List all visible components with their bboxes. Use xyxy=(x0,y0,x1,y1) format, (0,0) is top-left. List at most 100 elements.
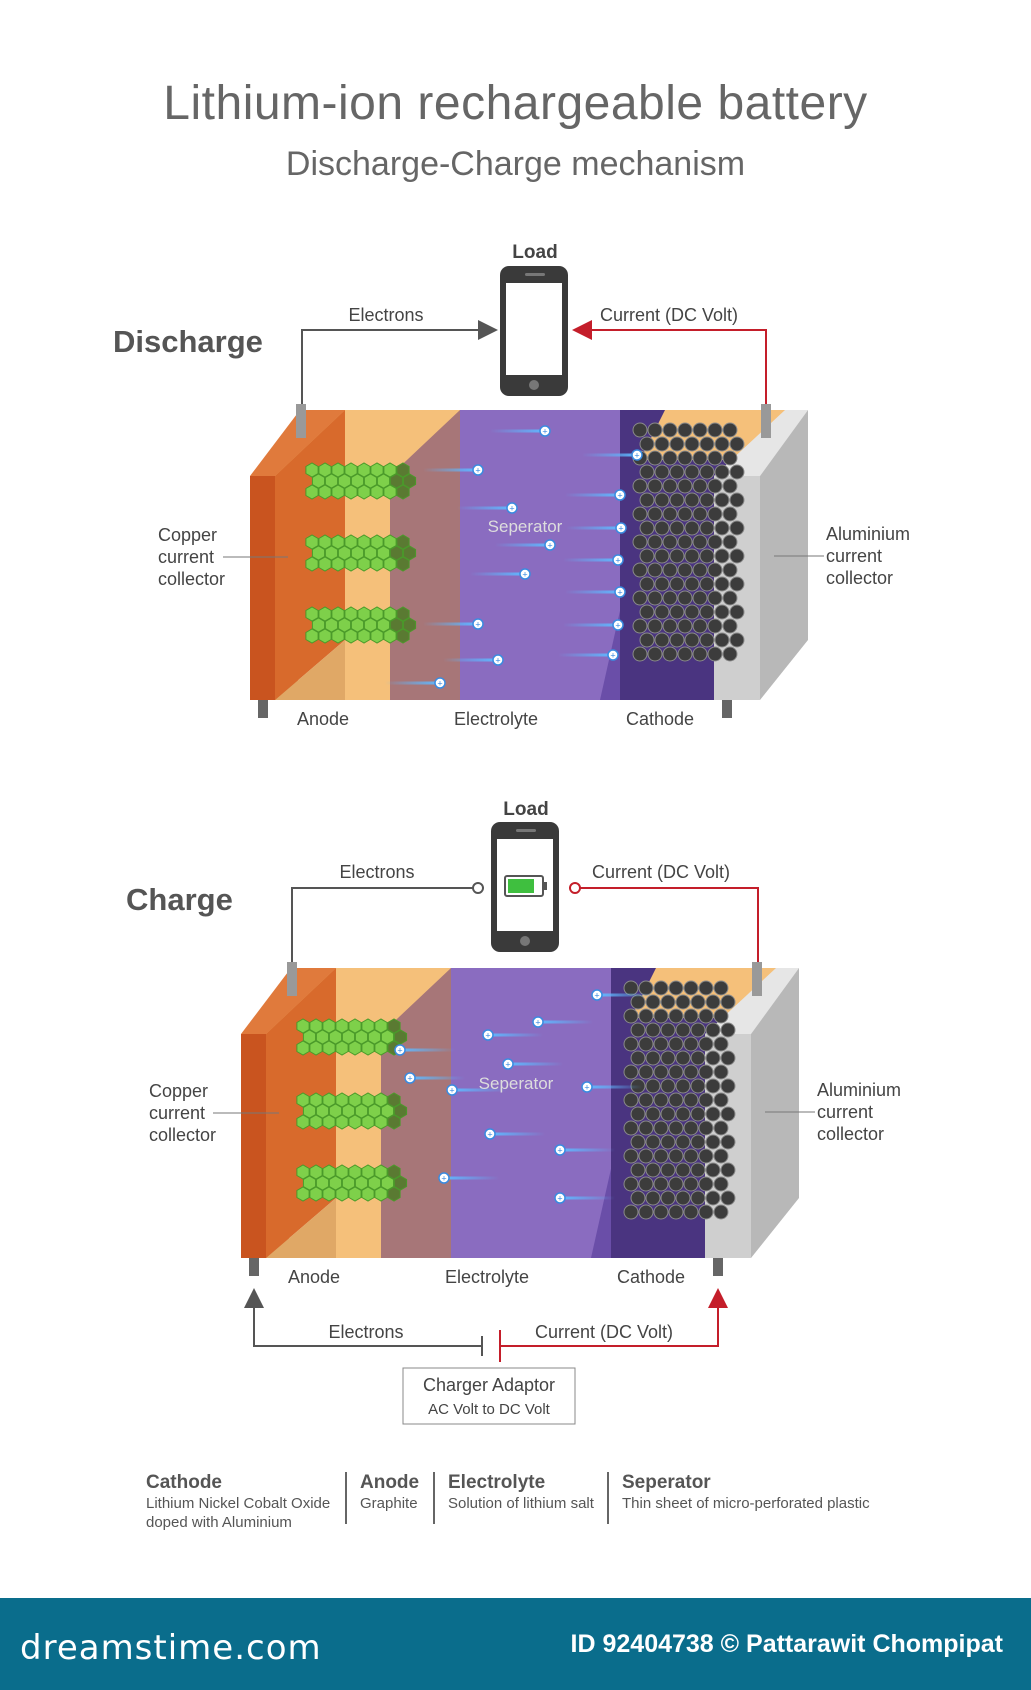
cathode-particle xyxy=(720,1050,736,1066)
cathode-particle xyxy=(698,1064,714,1080)
cathode-particle xyxy=(639,492,655,508)
graphite-cell xyxy=(387,1164,401,1180)
cathode-particle xyxy=(722,506,738,522)
charge-section: Charge Load Electrons Current (DC Volt) xyxy=(126,799,901,1425)
phone-icon xyxy=(500,266,568,396)
cathode-particle xyxy=(699,464,715,480)
discharge-battery: +++++++++++++++ xyxy=(250,404,808,718)
lithium-ion xyxy=(544,539,556,551)
cathode-particle xyxy=(653,1120,669,1136)
graphite-cell xyxy=(383,556,397,572)
cathode-particle xyxy=(662,562,678,578)
cathode-particle xyxy=(714,520,730,536)
svg-text:+: + xyxy=(487,1130,492,1140)
cathode-particle xyxy=(630,1134,646,1150)
cathode-particle xyxy=(705,1134,721,1150)
charge-load-label: Load xyxy=(503,799,548,820)
cathode-particle xyxy=(729,548,745,564)
cathode-particle xyxy=(623,1036,639,1052)
discharge-anode-label: Anode xyxy=(297,709,349,729)
graphite-cell xyxy=(370,462,384,478)
svg-text:+: + xyxy=(615,621,620,631)
cathode-particle xyxy=(662,646,678,662)
cathode-particle xyxy=(698,1148,714,1164)
graphite-cell xyxy=(305,606,319,622)
cathode-particle xyxy=(692,422,708,438)
graphite-cell xyxy=(396,534,410,550)
graphite-cell xyxy=(387,1018,401,1034)
cathode-particle xyxy=(654,632,670,648)
graphite-cell xyxy=(296,1164,310,1180)
cathode-particle xyxy=(707,590,723,606)
cathode-particle xyxy=(684,464,700,480)
lithium-ion xyxy=(554,1192,566,1204)
cathode-particle xyxy=(653,1204,669,1220)
cathode-particle xyxy=(729,520,745,536)
cathode-particle xyxy=(714,464,730,480)
graphite-cell xyxy=(361,1186,375,1202)
cathode-particle xyxy=(623,1204,639,1220)
footer-logo[interactable]: dreamstime.com xyxy=(20,1628,322,1668)
cathode-particle xyxy=(707,534,723,550)
cathode-particle xyxy=(699,632,715,648)
graphite-cell xyxy=(315,1175,330,1191)
cathode-particle xyxy=(677,562,693,578)
cathode-particle xyxy=(698,1204,714,1220)
cathode-particle xyxy=(668,1036,684,1052)
svg-text:+: + xyxy=(495,656,500,666)
cathode-particle xyxy=(692,562,708,578)
graphite-cell xyxy=(335,1040,349,1056)
cathode-particle xyxy=(638,1204,654,1220)
cathode-particle xyxy=(684,576,700,592)
phone-charging-icon xyxy=(491,822,559,952)
cathode-particle xyxy=(669,436,685,452)
svg-text:+: + xyxy=(437,679,442,689)
cathode-particle xyxy=(705,1078,721,1094)
cathode-particle xyxy=(675,1022,691,1038)
cathode-particle xyxy=(699,492,715,508)
cathode-particle xyxy=(645,1022,661,1038)
charger-adaptor-sub: AC Volt to DC Volt xyxy=(428,1401,551,1418)
cathode-particle xyxy=(720,1022,736,1038)
cathode-particle xyxy=(707,562,723,578)
cathode-particle xyxy=(677,506,693,522)
cathode-particle xyxy=(647,506,663,522)
cathode-particle xyxy=(632,478,648,494)
graphite-cell xyxy=(370,606,384,622)
charge-anode-label: Anode xyxy=(288,1267,340,1287)
cathode-particle xyxy=(660,1190,676,1206)
lithium-ion xyxy=(502,1058,514,1070)
cathode-particle xyxy=(690,994,706,1010)
cathode-particle xyxy=(662,450,678,466)
cathode-particle xyxy=(684,632,700,648)
svg-text:+: + xyxy=(522,570,527,580)
discharge-electron-wire xyxy=(301,320,498,412)
lithium-ion xyxy=(532,1016,544,1028)
discharge-electrolyte-label: Electrolyte xyxy=(454,709,538,729)
cathode-particle xyxy=(647,562,663,578)
graphite-cell xyxy=(315,1029,330,1045)
discharge-cathode-terminal xyxy=(761,404,771,438)
legend-desc: doped with Aluminium xyxy=(146,1514,292,1531)
cathode-particle xyxy=(654,520,670,536)
graphite-cell xyxy=(402,617,417,633)
graphite-cell xyxy=(357,462,371,478)
graphite-cell xyxy=(331,556,345,572)
cathode-particle xyxy=(639,632,655,648)
cathode-particle xyxy=(722,534,738,550)
graphite-cell xyxy=(354,1103,369,1119)
cathode-particle xyxy=(639,520,655,536)
graphite-cell xyxy=(348,1092,362,1108)
cathode-particle xyxy=(699,548,715,564)
graphite-cell xyxy=(374,1114,388,1130)
cathode-particle xyxy=(705,1022,721,1038)
graphite-cell xyxy=(344,556,358,572)
graphite-cell xyxy=(396,484,410,500)
graphite-cell xyxy=(309,1040,323,1056)
cathode-particle xyxy=(675,1162,691,1178)
lithium-ion xyxy=(539,425,551,437)
cathode-particle xyxy=(645,1134,661,1150)
cathode-particle xyxy=(632,646,648,662)
svg-text:+: + xyxy=(509,504,514,514)
cathode-particle xyxy=(638,1036,654,1052)
